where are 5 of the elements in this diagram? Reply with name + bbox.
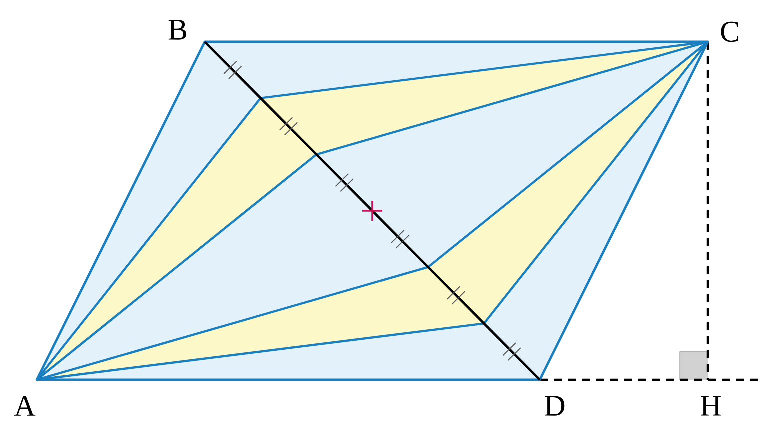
point-label: A — [14, 396, 36, 416]
point-label: D — [545, 396, 565, 416]
point-label: H — [701, 396, 721, 416]
point-label: B — [168, 20, 187, 40]
point-label: C — [721, 22, 738, 42]
